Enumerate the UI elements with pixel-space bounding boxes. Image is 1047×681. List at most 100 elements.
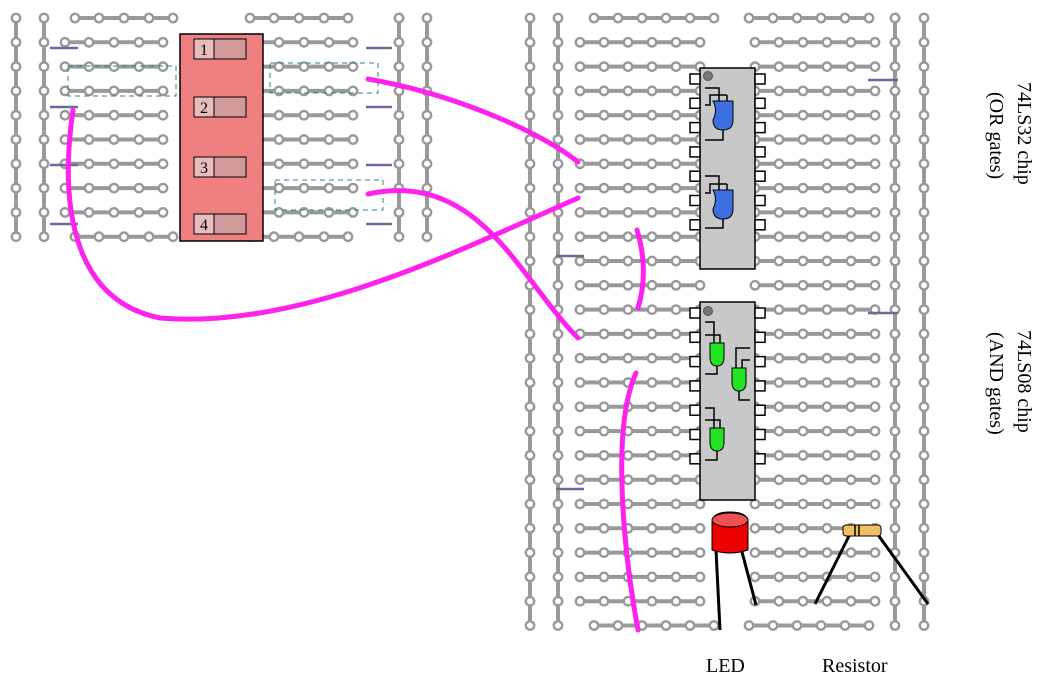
- breadboard-hole: [108, 158, 120, 170]
- breadboard-hole: [38, 61, 50, 72]
- and-gate-icon: [705, 407, 725, 461]
- breadboard-hole: [552, 231, 564, 243]
- breadboard-hole: [38, 109, 50, 121]
- resistor-icon[interactable]: [813, 524, 930, 605]
- breadboard-hole: [646, 474, 658, 486]
- breadboard-hole: [133, 134, 145, 145]
- breadboard-hole: [622, 304, 634, 315]
- breadboard-hole: [552, 61, 564, 72]
- breadboard-hole: [821, 377, 833, 388]
- breadboard-hole: [598, 449, 610, 461]
- breadboard-hole: [869, 449, 881, 461]
- breadboard-hole: [598, 255, 610, 267]
- breadboard-hole: [552, 109, 564, 121]
- dip-switch-4[interactable]: 4: [193, 213, 247, 235]
- breadboard-hole: [821, 401, 833, 413]
- dashed-highlight: [269, 62, 379, 94]
- breadboard-hole: [670, 352, 682, 364]
- or-chip-pins: [689, 73, 766, 231]
- breadboard-hole: [918, 61, 930, 72]
- breadboard-hole: [670, 279, 682, 291]
- dip-switch-2[interactable]: 2: [193, 96, 247, 118]
- breadboard-hole: [845, 134, 857, 145]
- breadboard-hole: [646, 328, 658, 340]
- breadboard-hole: [773, 328, 785, 340]
- dashed-highlight: [274, 179, 384, 211]
- wire-d[interactable]: [634, 227, 646, 311]
- chip-pin: [689, 73, 701, 85]
- breadboard-hole: [670, 425, 682, 437]
- breadboard-hole: [598, 109, 610, 121]
- breadboard-hole: [821, 85, 833, 97]
- breadboard-hole: [598, 498, 610, 510]
- breadboard-hole: [889, 498, 901, 510]
- breadboard-hole: [773, 85, 785, 97]
- or-chip[interactable]: [689, 67, 766, 270]
- breadboard-hole: [636, 12, 648, 24]
- breadboard-hole: [421, 134, 433, 145]
- breadboard-hole: [143, 12, 155, 24]
- breadboard-hole: [524, 401, 536, 413]
- dip-switch-1[interactable]: 1: [193, 38, 247, 60]
- breadboard-hole: [918, 279, 930, 291]
- wire-e[interactable]: [619, 370, 641, 633]
- breadboard-hole: [524, 425, 536, 437]
- breadboard-hole: [670, 36, 682, 48]
- breadboard-hole: [889, 206, 901, 218]
- breadboard-hole: [646, 498, 658, 510]
- breadboard-hole: [918, 36, 930, 48]
- breadboard-hole: [318, 231, 330, 243]
- breadboard-hole: [59, 36, 71, 48]
- breadboard-hole: [298, 36, 310, 48]
- breadboard-hole: [622, 109, 634, 121]
- dip-switch-3[interactable]: 3: [193, 156, 247, 178]
- dip-switch[interactable]: 1 2 3 4: [179, 33, 264, 242]
- breadboard-hole: [670, 328, 682, 340]
- breadboard-hole: [821, 158, 833, 170]
- breadboard-hole: [694, 36, 706, 48]
- chip-pin: [754, 331, 766, 344]
- breadboard-hole: [347, 61, 359, 72]
- breadboard-hole: [845, 449, 857, 461]
- breadboard-hole: [797, 328, 809, 340]
- breadboard-hole: [157, 182, 169, 194]
- breadboard-hole: [821, 134, 833, 145]
- breadboard-hole: [670, 158, 682, 170]
- chip-pin: [754, 146, 766, 158]
- breadboard-hole: [83, 85, 95, 97]
- breadboard-hole: [347, 134, 359, 145]
- breadboard-hole: [869, 328, 881, 340]
- breadboard-hole: [863, 12, 875, 24]
- breadboard-hole: [797, 109, 809, 121]
- breadboard-hole: [845, 85, 857, 97]
- breadboard-hole: [524, 12, 536, 24]
- breadboard-hole: [622, 61, 634, 72]
- breadboard-hole: [889, 279, 901, 291]
- breadboard-hole: [797, 304, 809, 315]
- breadboard-hole: [646, 134, 658, 145]
- breadboard-hole: [83, 182, 95, 194]
- breadboard-hole: [524, 61, 536, 72]
- breadboard-hole: [889, 474, 901, 486]
- chip-pin: [689, 146, 701, 158]
- wire-b[interactable]: [65, 107, 581, 322]
- breadboard-hole: [869, 377, 881, 388]
- wire-c[interactable]: [365, 188, 581, 341]
- breadboard-hole: [393, 231, 405, 243]
- breadboard-hole: [773, 377, 785, 388]
- breadboard-hole: [622, 206, 634, 218]
- breadboard-hole: [889, 401, 901, 413]
- breadboard-hole: [773, 231, 785, 243]
- breadboard-hole: [59, 206, 71, 218]
- led-icon[interactable]: [711, 511, 758, 631]
- and-chip[interactable]: [689, 301, 766, 501]
- breadboard-hole: [421, 109, 433, 121]
- breadboard-hole: [59, 109, 71, 121]
- breadboard-hole: [38, 231, 50, 243]
- breadboard-hole: [347, 206, 359, 218]
- breadboard-hole: [38, 85, 50, 97]
- breadboard-hole: [323, 36, 335, 48]
- breadboard-hole: [10, 134, 22, 145]
- breadboard-hole: [821, 352, 833, 364]
- wire-a[interactable]: [365, 76, 581, 165]
